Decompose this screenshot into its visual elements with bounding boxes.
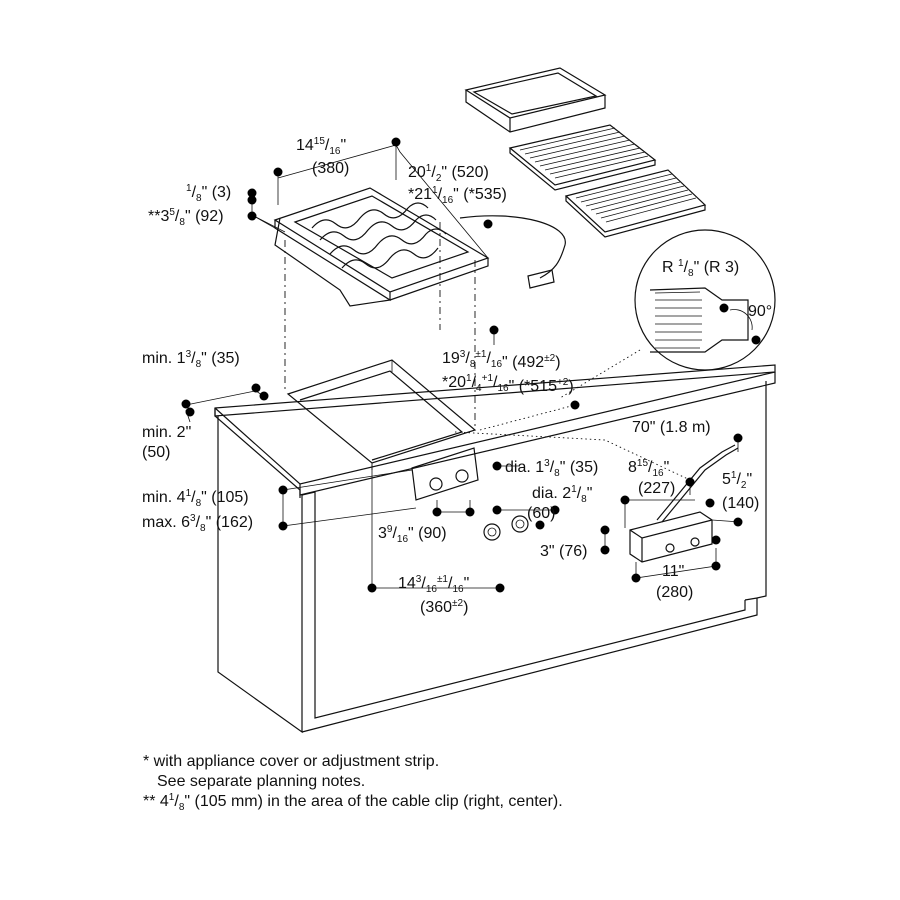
cutout-515-label: *201/4+1/16" (*515+2): [442, 373, 574, 395]
edge-detail-callout: [559, 229, 776, 399]
appliance-unit: [273, 187, 566, 307]
width-280-mm: (280): [656, 584, 693, 601]
dist-227-label: 815/16": [628, 458, 669, 479]
radius-label: R 1/8" (R 3): [662, 258, 739, 279]
height-76-label: 3" (76): [540, 543, 587, 560]
width-360-mm: (360±2): [420, 598, 468, 616]
width-360-label: 143/16±1/16": [398, 574, 469, 595]
depth-535-label: *211/16" (*535): [408, 185, 507, 206]
footnote-2: See separate planning notes.: [157, 773, 365, 790]
dimension-labels: 1415/16" (380) 201/2" (520) *211/16" (*5…: [142, 136, 772, 616]
cabinet: [214, 359, 776, 734]
max-162-label: max. 63/8" (162): [142, 513, 253, 534]
width-380-mm: (380): [312, 160, 349, 177]
footnote-1: * with appliance cover or adjustment str…: [143, 753, 439, 770]
min-edge-label: min. 13/8" (35): [142, 349, 240, 370]
dist-90-label: 39/16" (90): [378, 524, 447, 545]
cutout-492-label: 193/8±1/16" (492±2): [442, 349, 561, 371]
dia-60-mm: (60): [527, 505, 555, 522]
dia-60-label: dia. 21/8": [532, 484, 592, 505]
footnote-3: ** 41/8" (105 mm) in the area of the cab…: [143, 792, 563, 813]
angle-label: 90°: [748, 303, 772, 320]
width-280-label: 11": [662, 563, 684, 580]
thickness-3-label: 1/8" (3): [186, 183, 231, 204]
height-92-label: **35/8" (92): [148, 207, 224, 228]
min-2-mm: (50): [142, 444, 170, 461]
dist-227-mm: (227): [638, 480, 675, 497]
cable-length-label: 70" (1.8 m): [632, 419, 711, 436]
dia-35-label: dia. 13/8" (35): [505, 458, 598, 479]
dimension-dots: [181, 137, 761, 593]
depth-520-label: 201/2" (520): [408, 163, 489, 184]
footnotes: * with appliance cover or adjustment str…: [143, 753, 563, 813]
width-380-label: 1415/16": [296, 136, 346, 157]
width-140-label: 51/2": [722, 470, 752, 491]
grate-1-lines: [519, 127, 649, 179]
min-2-label: min. 2": [142, 424, 191, 441]
dimension-lines: [185, 144, 741, 589]
width-140-mm: (140): [722, 495, 759, 512]
min-105-label: min. 41/8" (105): [142, 488, 249, 509]
accessories: [464, 67, 707, 238]
grate-2-lines: [575, 173, 697, 223]
